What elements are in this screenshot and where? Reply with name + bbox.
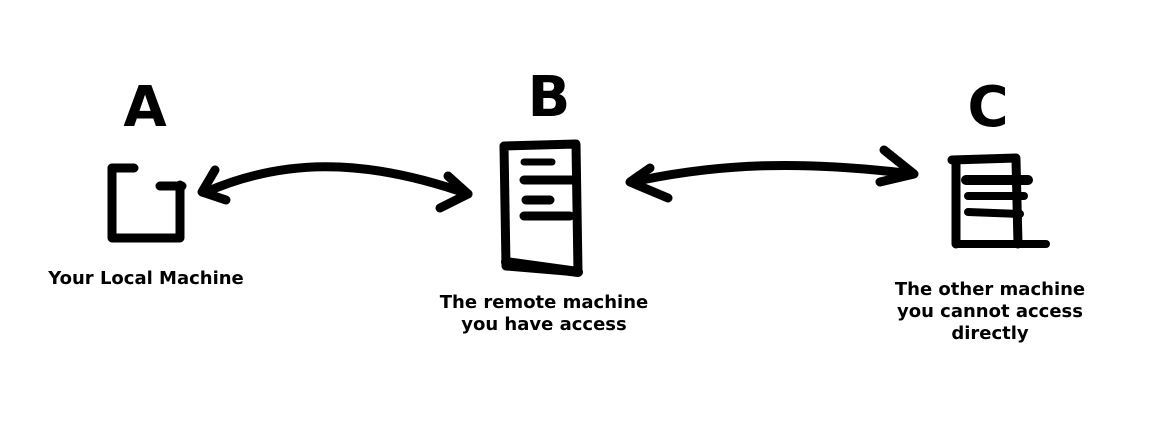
node-b-label-line: The remote machine (439, 292, 649, 313)
remote-server-icon (499, 139, 583, 277)
local-machine-icon (107, 163, 187, 243)
arrow-a-b (197, 162, 473, 213)
node-b-label: The remote machine you have access (440, 292, 648, 336)
node-c-label: The other machine you cannot access dire… (895, 279, 1085, 345)
inaccessible-server-icon (947, 153, 1050, 249)
node-c-label-line: you cannot access (896, 301, 1083, 322)
node-b-label-line: you have access (461, 314, 627, 335)
arrow-b-c (625, 145, 919, 203)
node-c-label-line: directly (951, 323, 1029, 344)
node-c-letter: C (967, 75, 1009, 140)
node-a-label-line: Your Local Machine (48, 268, 244, 289)
node-a-letter: A (123, 75, 167, 140)
node-a-label: Your Local Machine (48, 268, 244, 290)
node-b-letter: B (527, 65, 571, 130)
node-c-label-line: The other machine (894, 279, 1086, 300)
